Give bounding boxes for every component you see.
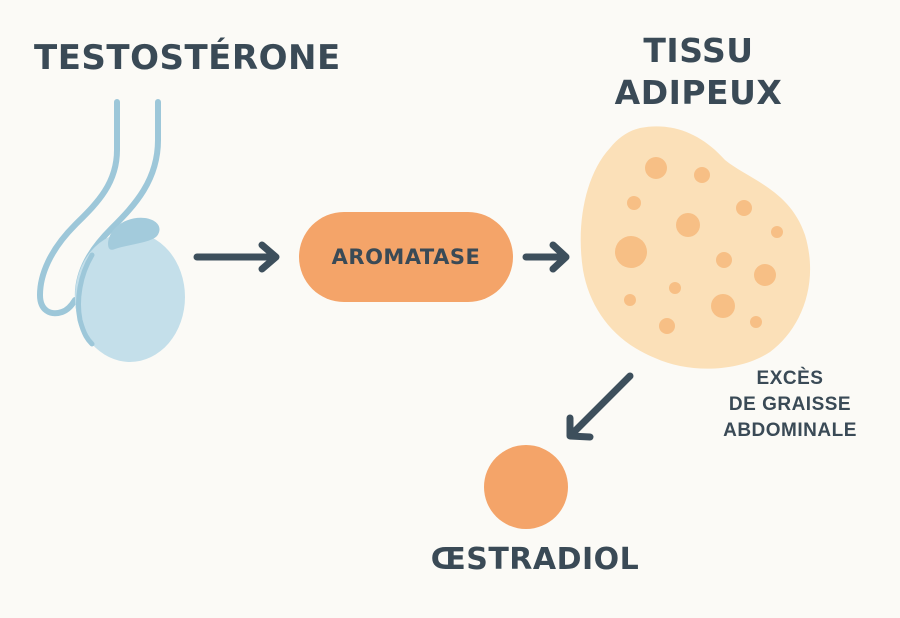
adipose-tissue-title: TISSU ADIPEUX [596,30,801,114]
fat-droplet [750,316,762,328]
note-line-1: EXCÈS [756,368,824,389]
fat-droplets [615,157,783,334]
fat-droplet [771,226,783,238]
adipose-title-line-2: ADIPEUX [614,73,783,112]
fat-droplet [615,236,647,268]
estradiol-label: ŒSTRADIOL [430,542,640,577]
abdominal-fat-note: EXCÈS DE GRAISSE ABDOMINALE [700,366,880,444]
arrow-to-aromatase [193,241,280,273]
fat-droplet [627,196,641,210]
fat-droplet [694,167,710,183]
fat-droplet [716,252,732,268]
testosterone-label: TESTOSTÉRONE [34,38,341,78]
fat-droplet [659,318,675,334]
fat-droplet [669,282,681,294]
estradiol-molecule-icon [484,445,568,529]
arrow-to-tissue [522,241,570,273]
testis-body [75,232,185,362]
spermatic-cord-outer [36,99,120,317]
fat-droplet [736,200,752,216]
adipose-tissue-icon [580,126,811,369]
fat-droplet [754,264,776,286]
epididymis [108,217,160,250]
testis-icon [36,99,185,362]
note-line-3: ABDOMINALE [723,420,857,441]
adipose-blob [580,126,811,369]
fat-droplet [645,157,667,179]
fat-droplet [711,294,735,318]
adipose-title-line-1: TISSU [643,31,754,70]
arrow-to-estradiol [566,372,634,441]
fat-droplet [676,213,700,237]
aromatase-label: AROMATASE [331,245,481,269]
testis-edge [76,252,95,347]
note-line-2: DE GRAISSE [728,394,852,415]
aromatase-node: AROMATASE [299,212,513,302]
fat-droplet [624,294,636,306]
